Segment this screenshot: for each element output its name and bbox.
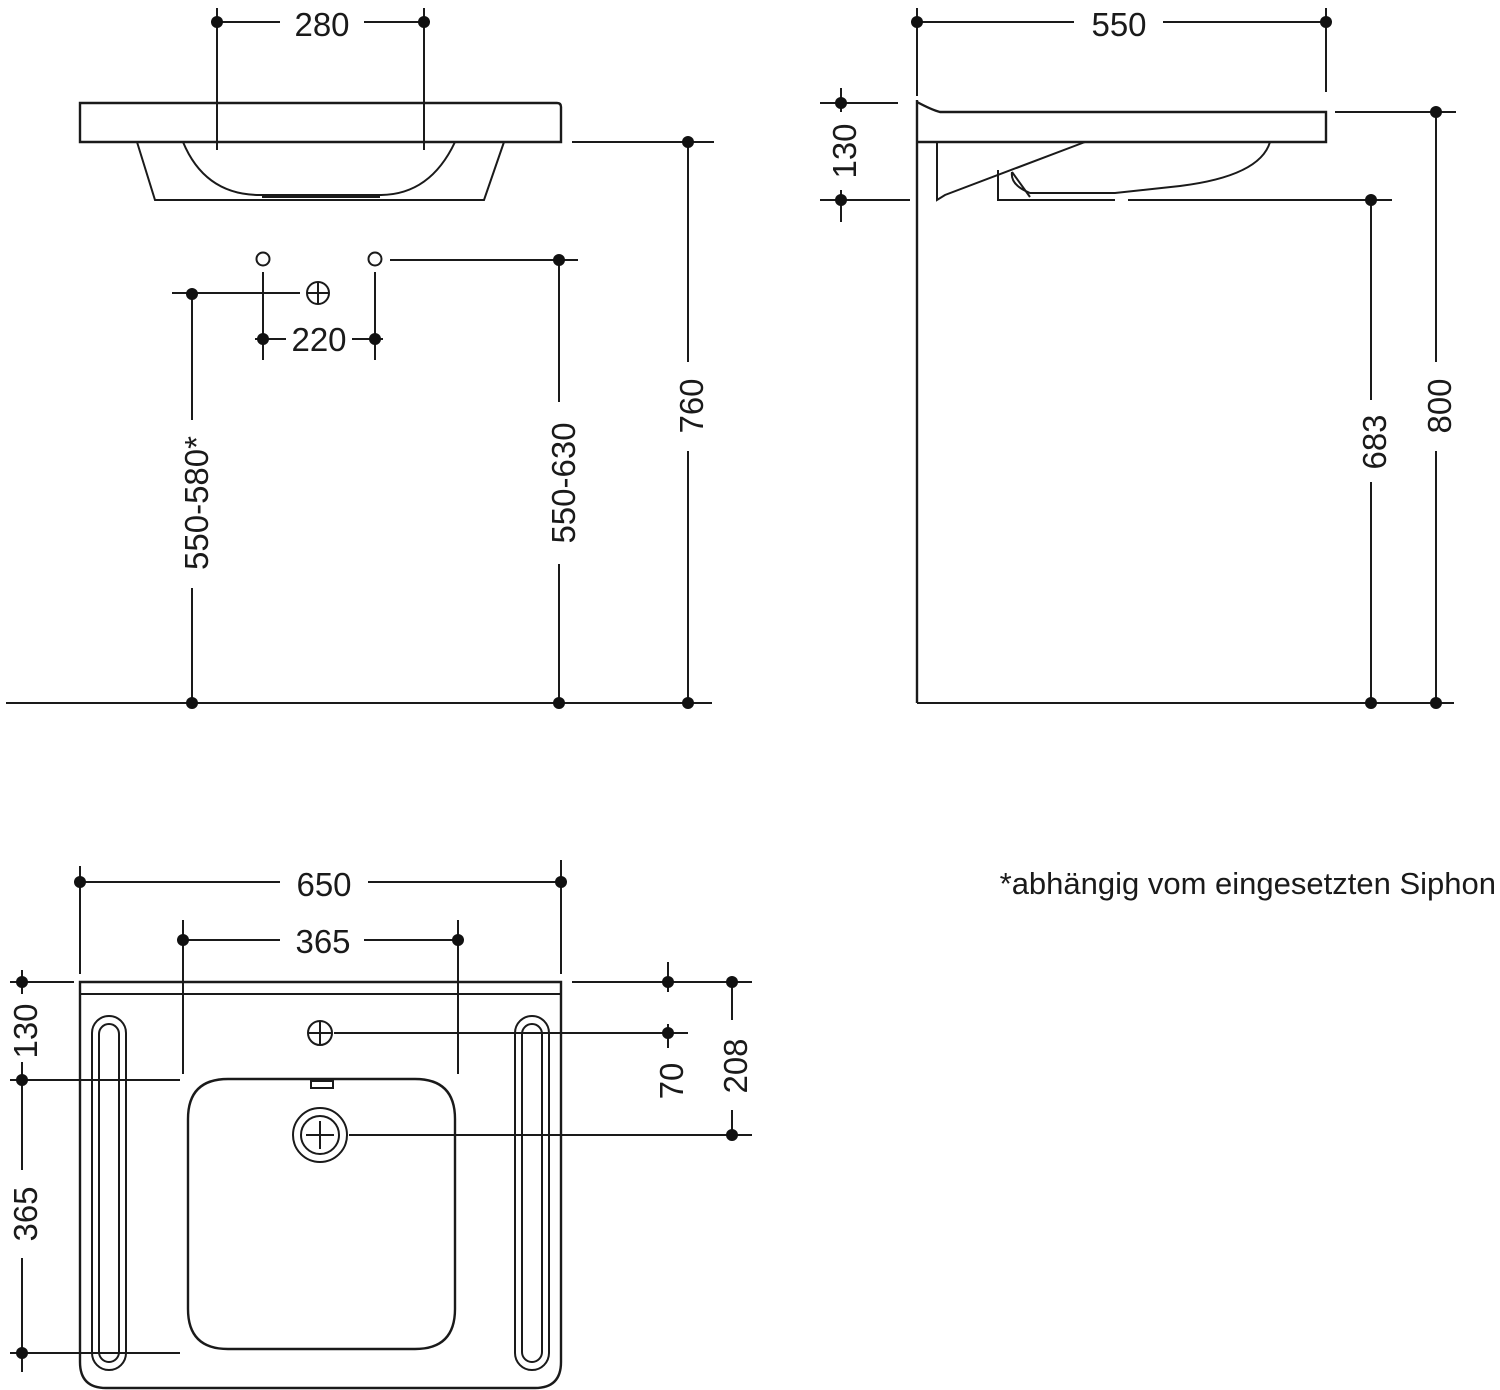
top-drain-outer-icon [292, 1107, 348, 1163]
dim-130s-dot-bottom [835, 194, 847, 206]
dim-130t-dot-top [16, 976, 28, 988]
dim-130t-dot-bottom [16, 1074, 28, 1086]
top-view: 650 365 130 365 70 2 [7, 860, 754, 1390]
dim-70-dot-bottom [662, 1027, 674, 1039]
dim-550-580-label: 550-580* [178, 436, 215, 570]
dim-208-dot-bottom [726, 1129, 738, 1141]
side-basin-bowl [1010, 141, 1271, 194]
dim-550-dot-right [1320, 16, 1332, 28]
side-basin-slab [916, 100, 1328, 144]
dim-550-580-dot-bottom [186, 697, 198, 709]
top-drain-inner-icon [300, 1115, 340, 1155]
front-basin-bowl [136, 141, 505, 201]
dim-220-label: 220 [291, 321, 346, 358]
dim-550-630-dot-bottom [553, 697, 565, 709]
side-view: 550 130 683 800 [820, 6, 1458, 709]
dim-683-dot-top [1365, 194, 1377, 206]
dim-220-dot-right [369, 333, 381, 345]
dim-550-580-dot-top [186, 288, 198, 300]
dim-280-dot-right [418, 16, 430, 28]
dim-280-label: 280 [294, 6, 349, 43]
dim-800-label: 800 [1421, 378, 1458, 433]
top-basin-outline [78, 980, 563, 1390]
dim-365v-label: 365 [7, 1186, 44, 1241]
side-wall-bracket [936, 141, 1086, 202]
side-drain-diag [1011, 171, 1031, 198]
dim-760-dot-bottom [682, 697, 694, 709]
dim-130s-dot-top [835, 97, 847, 109]
top-grip-right [514, 1015, 550, 1371]
dim-800-dot-top [1430, 106, 1442, 118]
dim-650-label: 650 [296, 866, 351, 903]
dim-365h-label: 365 [295, 923, 350, 960]
dim-208-dot-top [726, 976, 738, 988]
dim-70-label: 70 [653, 1063, 690, 1100]
dim-760-dot-top [682, 136, 694, 148]
top-overflow-slot [310, 1080, 334, 1089]
dim-683-dot-bottom [1365, 697, 1377, 709]
front-view: 280 220 550-580* 550-630 [6, 6, 714, 709]
top-bowl-outline [186, 1077, 457, 1351]
dim-365v-dot-bottom [16, 1347, 28, 1359]
dim-650-dot-right [555, 876, 567, 888]
dim-280-dot-left [211, 16, 223, 28]
dim-550-label: 550 [1091, 6, 1146, 43]
front-valve-left-icon [255, 251, 271, 267]
dim-208-label: 208 [717, 1038, 754, 1093]
front-basin-inner [182, 141, 456, 196]
top-grip-right-inner [521, 1023, 543, 1363]
dim-365h-dot-right [452, 934, 464, 946]
dim-800-dot-bottom [1430, 697, 1442, 709]
dim-130s-label: 130 [826, 123, 863, 178]
dim-550-630-dot-top [553, 254, 565, 266]
dim-683-label: 683 [1356, 414, 1393, 469]
top-grip-left [91, 1015, 127, 1371]
dim-130t-label: 130 [7, 1003, 44, 1058]
dim-760-label: 760 [673, 378, 710, 433]
dim-550-dot-left [911, 16, 923, 28]
dim-365h-dot-left [177, 934, 189, 946]
dim-220-dot-left [257, 333, 269, 345]
front-basin-slab [78, 101, 563, 144]
front-valve-right-icon [367, 251, 383, 267]
dim-650-dot-left [74, 876, 86, 888]
dim-70-dot-top [662, 976, 674, 988]
top-grip-left-inner [98, 1023, 120, 1363]
dim-550-630-label: 550-630 [545, 422, 582, 543]
side-drain-outline [997, 170, 1115, 201]
footnote: *abhängig vom eingesetzten Siphon [1000, 866, 1496, 901]
